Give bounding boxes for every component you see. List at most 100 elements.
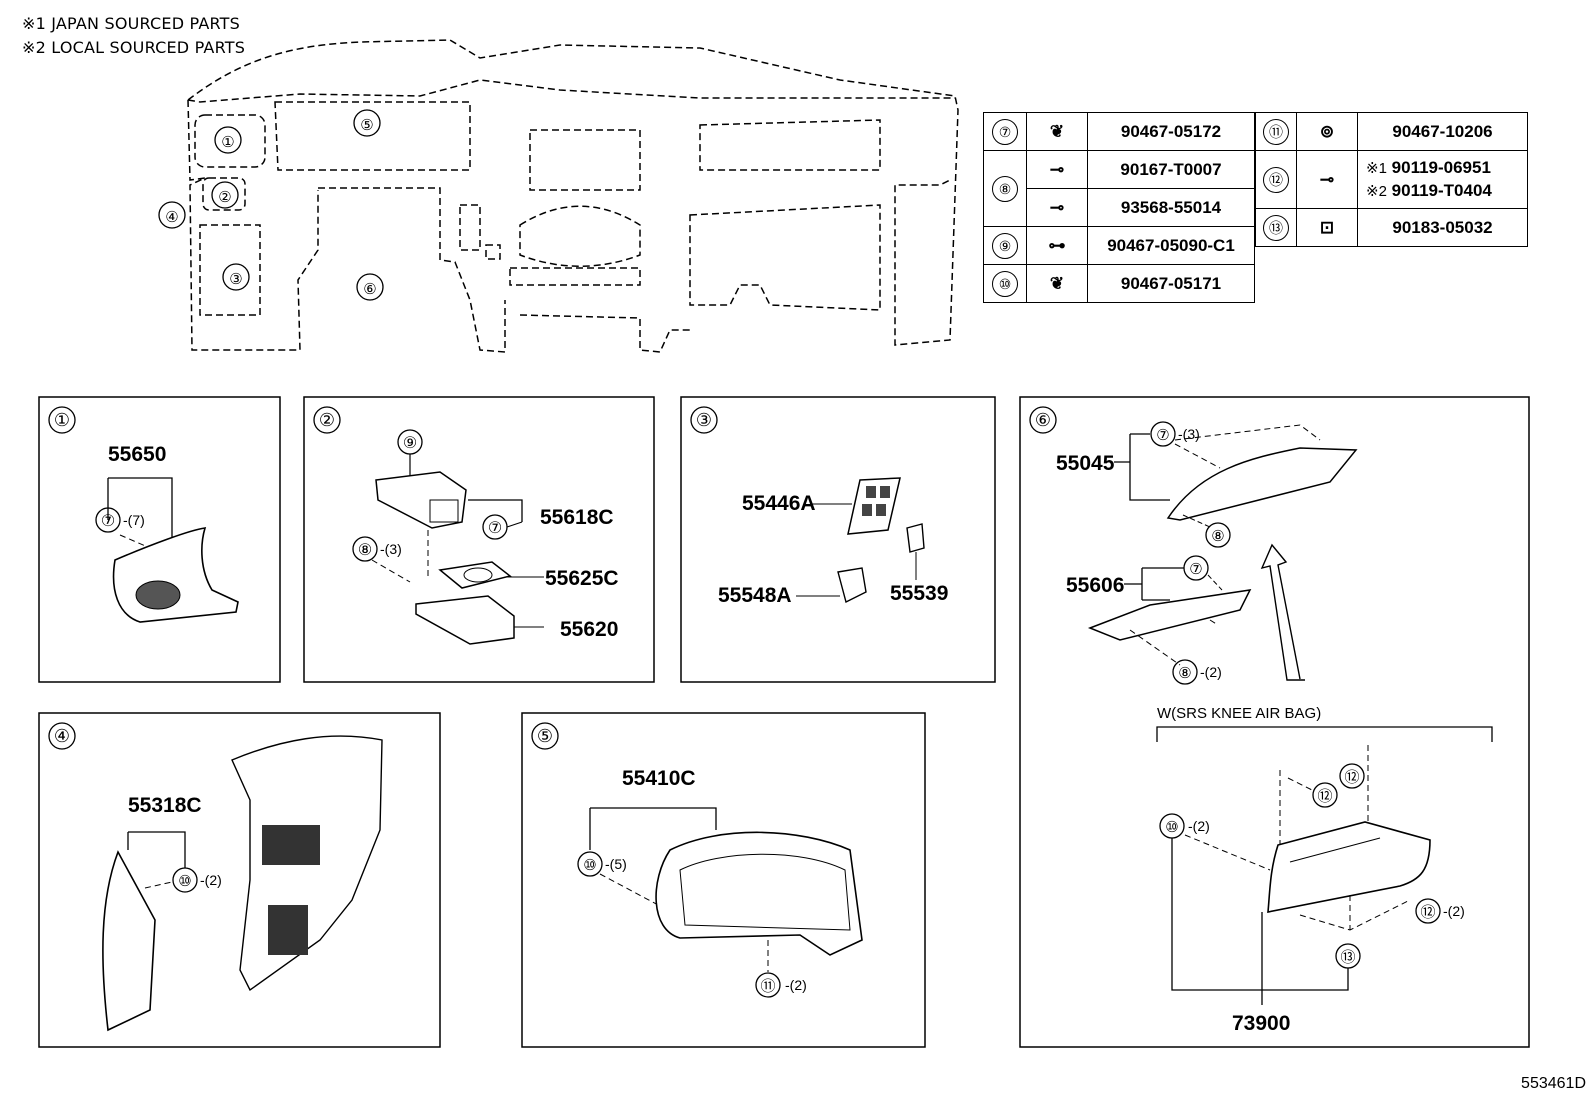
- panel-3-number: ③: [690, 406, 718, 434]
- part-90183-05032: 90183-05032: [1357, 208, 1528, 247]
- diagram-ref-code: 553461D: [1521, 1075, 1586, 1092]
- overview-callout-5: ⑤: [353, 109, 381, 137]
- panel-6-content: 55045 ⑦ -(3) ⑧ 55606 ⑦ ⑧ -(2) W(SRS KNEE…: [1056, 421, 1493, 1035]
- fastener-table-left: ⑦ ❦ 90467-05172 ⑧ ⊸ 90167-T0007 ⊸ 93568-…: [983, 112, 1255, 303]
- tray-55620-shape: [415, 595, 515, 645]
- cover-55548a-shape: [837, 567, 867, 604]
- part-73900: 73900: [1232, 1012, 1290, 1035]
- panel-5-num-text: ⑤: [537, 726, 553, 746]
- panel-2-content: ⑨ 55618C ⑦ ⑧ -(3) 55625C 55620: [352, 429, 619, 645]
- panel-5-number: ⑤: [531, 722, 559, 750]
- prefix-japan: ※1: [1366, 159, 1387, 177]
- overview-label-6: ⑥: [363, 281, 376, 298]
- p1-count: -(7): [123, 512, 145, 528]
- panel-6-num-text: ⑥: [1035, 410, 1051, 430]
- p6-f12b: ⑫: [1344, 769, 1359, 786]
- key-9: ⑨: [992, 232, 1018, 259]
- bolt-icon: ⊚: [1319, 121, 1335, 141]
- panel-4-number: ④: [48, 722, 76, 750]
- meter-hood-55410c-shape: [655, 831, 863, 956]
- part-55625c: 55625C: [545, 567, 619, 590]
- part-93568-55014: 93568-55014: [1087, 188, 1255, 227]
- panel-3-frame: [680, 396, 996, 683]
- p6-f7b: ⑦: [1189, 561, 1202, 578]
- part-55650: 55650: [108, 443, 166, 466]
- part-55620: 55620: [560, 618, 618, 641]
- p6-count-8b: -(2): [1200, 664, 1222, 680]
- part-55410c: 55410C: [622, 767, 696, 790]
- vent-55650-shape: [112, 527, 239, 623]
- part-90467-05172: 90467-05172: [1087, 112, 1255, 151]
- overview-callout-4: ④: [158, 201, 186, 229]
- install-arrow-shape: [1260, 543, 1305, 681]
- part-55318c: 55318C: [128, 794, 202, 817]
- panel-4-frame: [38, 712, 441, 1048]
- cover-55318c-shape: [102, 850, 156, 1032]
- panel-5-content: 55410C ⑩ -(5) ⑪ -(2): [577, 767, 863, 998]
- p2-count-b: -(3): [380, 541, 402, 557]
- panel-3-content: 55446A 55539 55548A: [718, 477, 948, 607]
- bolt-icon: ⊸: [1319, 169, 1335, 189]
- part-55548a: 55548A: [718, 584, 792, 607]
- p1-fastener: ⑦: [101, 513, 115, 530]
- p6-count-12c: -(2): [1443, 903, 1465, 919]
- dashboard-overview: [187, 39, 959, 353]
- prefix-local: ※2: [1366, 182, 1387, 200]
- panel-4-num-text: ④: [54, 726, 70, 746]
- part-90467-05171: 90467-05171: [1087, 264, 1255, 303]
- panel-1-num-text: ①: [54, 410, 70, 430]
- overview-callout-2: ②: [211, 181, 239, 209]
- p5-count-b: -(2): [785, 977, 807, 993]
- key-10: ⑩: [992, 270, 1018, 297]
- overview-callout-1: ①: [214, 126, 242, 154]
- p6-f8b: ⑧: [1178, 665, 1191, 682]
- cover-55606-shape: [1087, 589, 1252, 641]
- part-90167-t0007: 90167-T0007: [1087, 150, 1255, 189]
- part-55045: 55045: [1056, 452, 1115, 475]
- panel-6-frame: [1019, 396, 1530, 1048]
- p4-fastener: ⑩: [178, 873, 191, 890]
- part-55539: 55539: [890, 582, 948, 605]
- overview-label-2: ②: [218, 189, 231, 206]
- panel-1-frame: [38, 396, 281, 683]
- p6-count-10: -(2): [1188, 818, 1210, 834]
- p2-clip: ⑨: [403, 435, 417, 452]
- overview-callouts: ① ② ③ ④ ⑤ ⑥: [158, 109, 384, 301]
- note-local-sourced: ※2 LOCAL SOURCED PARTS: [22, 38, 246, 57]
- p4-count: -(2): [200, 872, 222, 888]
- panel-1-number: ①: [48, 406, 76, 434]
- panel-1-content: 55650 ⑦ -(7): [95, 443, 239, 623]
- clip-icon: ❦: [1049, 273, 1065, 293]
- p6-f7a: ⑦: [1156, 427, 1169, 444]
- p6-f8a: ⑧: [1211, 528, 1224, 545]
- p6-variant: W(SRS KNEE AIR BAG): [1157, 705, 1321, 722]
- part-55446a: 55446A: [742, 492, 816, 515]
- screw-icon: ⊸: [1049, 159, 1065, 179]
- p2-fastener-b: ⑧: [358, 542, 372, 559]
- panel-2-frame: [303, 396, 655, 683]
- cover-55045-shape: [1166, 447, 1358, 521]
- p5-fastener-b: ⑪: [760, 978, 775, 995]
- nut-icon: ⊡: [1319, 217, 1335, 237]
- p6-f12c: ⑫: [1420, 904, 1435, 921]
- key-12: ⑫: [1263, 166, 1289, 193]
- panel-3-num-text: ③: [696, 410, 712, 430]
- pin-icon: ⊶: [1048, 235, 1066, 255]
- airbag-73900-shape: [1267, 821, 1431, 913]
- panel-2-number: ②: [313, 406, 341, 434]
- panel-4-content: 55318C ⑩ -(2): [102, 735, 383, 1032]
- key-13: ⑬: [1263, 214, 1289, 241]
- panel-5-frame: [521, 712, 926, 1048]
- part-55606: 55606: [1066, 574, 1124, 597]
- overview-label-3: ③: [229, 271, 242, 288]
- panel-2-num-text: ②: [319, 410, 335, 430]
- overview-label-5: ⑤: [360, 117, 373, 134]
- clip-icon: ❦: [1049, 121, 1065, 141]
- p6-f10: ⑩: [1165, 819, 1178, 836]
- p2-fastener-a: ⑦: [488, 520, 502, 537]
- overview-label-1: ①: [221, 134, 234, 151]
- overview-callout-6: ⑥: [356, 273, 384, 301]
- screw-icon: ⊸: [1049, 197, 1065, 217]
- p6-f13: ⑬: [1340, 949, 1355, 966]
- part-90467-05090-c1: 90467-05090-C1: [1087, 226, 1255, 265]
